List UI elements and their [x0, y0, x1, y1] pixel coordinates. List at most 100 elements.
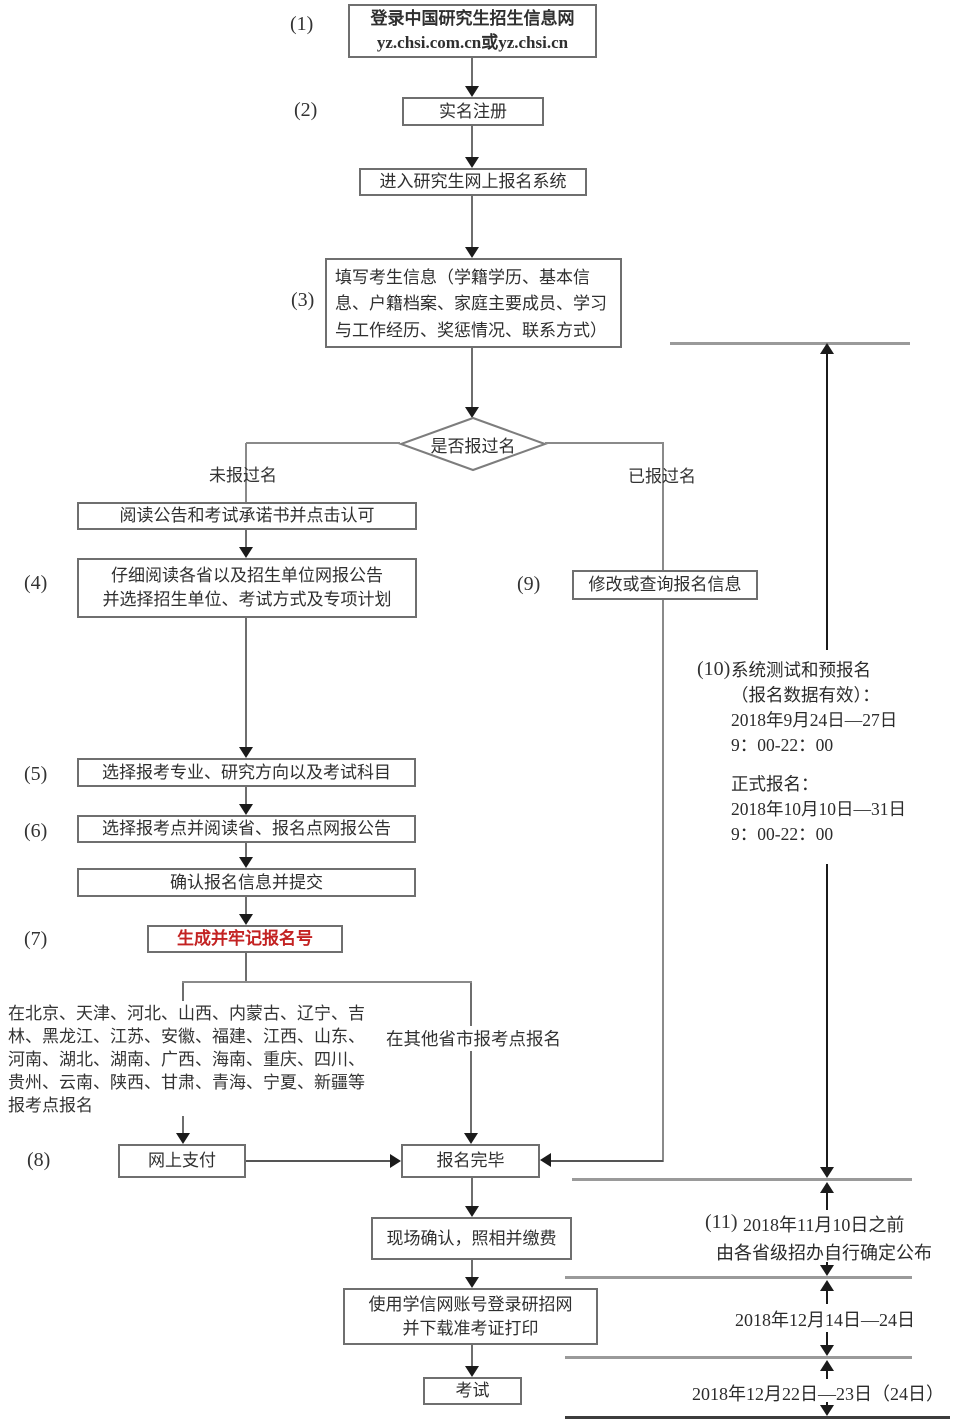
arrow-up-icon [820, 343, 834, 354]
node-login-url: yz.chsi.com.cn或yz.chsi.cn [376, 33, 569, 52]
onsite-confirm-deadline-line1: 2018年11月10日之前 [743, 1215, 905, 1235]
node-registration-complete: 报名完毕 [401, 1144, 540, 1178]
arrow-down-icon [820, 1345, 834, 1356]
arrow-up-icon [820, 1360, 834, 1371]
node-enter-system-label: 进入研究生网上报名系统 [379, 172, 567, 192]
step-number-8: (8) [27, 1149, 51, 1171]
node-registration-complete-label: 报名完毕 [436, 1151, 505, 1171]
official-registration-line: 2018年10月10日—31日 [731, 799, 906, 819]
arrow-down-icon [465, 1366, 479, 1377]
official-registration-dates: 正式报名： 2018年10月10日—31日 9：00-22：00 [731, 772, 906, 847]
node-read-notice: 阅读公告和考试承诺书并点击认可 [77, 502, 417, 530]
arrow-down-icon [239, 857, 253, 868]
branch-label-not-registered: 未报过名 [209, 466, 277, 485]
timeline-arrow-line [826, 1290, 828, 1304]
step-number-10: (10) [697, 658, 731, 680]
timeline-separator-line [565, 1416, 950, 1419]
timeline-separator-line [565, 1276, 912, 1279]
timeline-arrow-line [826, 352, 828, 650]
node-confirm-submit-label: 确认报名信息并提交 [170, 872, 323, 892]
arrow-up-icon [820, 1182, 834, 1193]
connector-line [245, 530, 247, 548]
node-exam: 考试 [423, 1377, 522, 1405]
arrow-down-icon [239, 914, 253, 925]
step-number-9: (9) [517, 573, 541, 595]
step-number-5: (5) [24, 763, 48, 785]
connector-line [182, 981, 472, 983]
node-confirm-submit: 确认报名信息并提交 [77, 868, 416, 897]
diamond-shape-icon [398, 416, 548, 472]
node-modify-query: 修改或查询报名信息 [572, 570, 758, 600]
connector-line [245, 787, 247, 805]
connector-line [245, 618, 247, 748]
node-login: 登录中国研究生招生信息网 yz.chsi.com.cn或yz.chsi.cn [348, 4, 597, 58]
timeline-arrow-line [826, 1370, 828, 1379]
timeline-arrow-line [826, 1332, 828, 1346]
timeline-separator-line [572, 1178, 912, 1181]
connector-line [246, 442, 400, 444]
connector-line [471, 1260, 473, 1277]
node-choose-major-label: 选择报考专业、研究方向以及考试科目 [102, 762, 391, 782]
connector-line [662, 443, 664, 570]
node-register: 实名注册 [402, 97, 544, 126]
step-number-1: (1) [290, 13, 314, 35]
arrow-down-icon [239, 804, 253, 815]
step-number-4: (4) [24, 572, 48, 594]
official-registration-line: 正式报名： [731, 774, 819, 794]
pre-registration-line: （报名数据有效）： [731, 685, 880, 705]
arrow-down-icon [465, 407, 479, 418]
node-exam-label: 考试 [455, 1381, 490, 1401]
connector-line [471, 348, 473, 408]
step-number-2: (2) [294, 99, 318, 121]
branch-label-registered: 已报过名 [628, 467, 696, 486]
node-download-ticket: 使用学信网账号登录研招网 并下载准考证打印 [343, 1288, 598, 1345]
onsite-confirm-deadline-line2: 由各省级招办自行确定公布 [716, 1243, 932, 1263]
node-online-payment-label: 网上支付 [148, 1151, 216, 1171]
other-province-label: 在其他省市报考点报名 [383, 1026, 564, 1051]
step-number-11: (11) [705, 1211, 738, 1233]
node-onsite-confirm: 现场确认，照相并缴费 [371, 1217, 572, 1260]
connector-line [182, 983, 184, 1001]
node-onsite-confirm-label: 现场确认，照相并缴费 [386, 1228, 557, 1248]
node-remember-number-label: 生成并牢记报名号 [177, 929, 313, 949]
arrow-right-icon [390, 1154, 401, 1168]
decision-registered-before: 是否报过名 [398, 416, 548, 472]
pre-registration-line: 9：00-22：00 [731, 735, 834, 755]
node-read-province-notice-line1: 仔细阅读各省以及招生单位网报公告 [111, 566, 383, 586]
timeline-arrow-line [826, 1192, 828, 1210]
connector-line [471, 1345, 473, 1367]
node-read-province-notice-line2: 并选择招生单位、考试方式及专项计划 [102, 590, 392, 609]
connector-line [551, 1160, 663, 1162]
pre-registration-line: 2018年9月24日—27日 [731, 710, 898, 730]
node-login-line1: 登录中国研究生招生信息网 [370, 9, 575, 29]
connector-line [545, 442, 664, 444]
arrow-down-icon [820, 1167, 834, 1178]
arrow-down-icon [465, 157, 479, 168]
timeline-separator-line [565, 1356, 912, 1359]
province-list-text: 在北京、天津、河北、山西、内蒙古、辽宁、吉林、黑龙江、江苏、安徽、福建、江西、山… [8, 1004, 365, 1115]
node-register-label: 实名注册 [439, 101, 507, 121]
ticket-download-dates: 2018年12月14日—24日 [735, 1310, 915, 1330]
node-choose-site: 选择报考点并阅读省、报名点网报公告 [77, 815, 416, 843]
connector-line [246, 1160, 390, 1162]
node-choose-major: 选择报考专业、研究方向以及考试科目 [77, 758, 416, 787]
connector-line [471, 1178, 473, 1207]
connector-line [245, 953, 247, 983]
connector-line [245, 897, 247, 915]
official-registration-line: 9：00-22：00 [731, 824, 834, 844]
arrow-down-icon [820, 1405, 834, 1416]
node-modify-query-label: 修改或查询报名信息 [588, 575, 742, 595]
step-number-6: (6) [24, 820, 48, 842]
node-fill-info: 填写考生信息（学籍学历、基本信息、户籍档案、家庭主要成员、学习与工作经历、奖惩情… [325, 258, 622, 348]
connector-line [245, 843, 247, 858]
node-download-ticket-line2: 并下载准考证打印 [402, 1318, 539, 1338]
connector-line [470, 983, 472, 1134]
connector-line [471, 126, 473, 158]
decision-label: 是否报过名 [430, 436, 516, 456]
connector-line [471, 196, 473, 248]
arrow-down-icon [239, 747, 253, 758]
pre-registration-line: 系统测试和预报名 [731, 660, 871, 680]
timeline-arrow-line [826, 1402, 828, 1406]
pre-registration-dates: 系统测试和预报名 （报名数据有效）： 2018年9月24日—27日 9：00-2… [731, 658, 897, 758]
